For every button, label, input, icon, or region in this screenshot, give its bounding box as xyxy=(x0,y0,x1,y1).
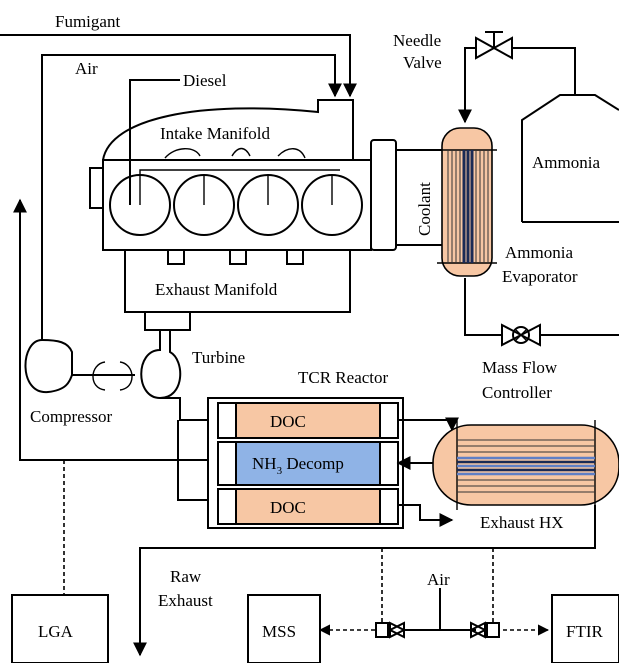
nh3-decomp-label: NH3 Decomp xyxy=(252,454,344,477)
mass-flow-label-2: Controller xyxy=(482,383,552,402)
sampling-air-label: Air xyxy=(427,570,450,589)
fumigant-line xyxy=(0,34,357,98)
intake-manifold-label: Intake Manifold xyxy=(160,124,270,143)
ftir-box xyxy=(551,594,619,663)
coolant-label: Coolant xyxy=(415,182,434,236)
ammonia-tank-label: Ammonia xyxy=(532,153,600,172)
egr-return-line xyxy=(13,198,190,461)
exhaust-hx-label: Exhaust HX xyxy=(480,513,564,532)
doc-top-label: DOC xyxy=(270,412,306,431)
diesel-line xyxy=(129,79,180,205)
exhaust-routing xyxy=(177,415,210,501)
ammonia-evaporator xyxy=(437,127,497,277)
exhaust-hx xyxy=(432,420,619,510)
engine-block xyxy=(89,99,372,331)
raw-exhaust-line xyxy=(133,505,596,657)
ammonia-tank xyxy=(521,94,619,223)
raw-exhaust-label-1: Raw xyxy=(170,567,202,586)
ammonia-vapor-line xyxy=(464,278,619,336)
ammonia-supply-line xyxy=(458,47,576,124)
lga-label: LGA xyxy=(38,622,74,641)
turbocharger xyxy=(24,330,182,415)
needle-valve-label-1: Needle xyxy=(393,31,441,50)
tcr-reactor-label: TCR Reactor xyxy=(298,368,389,387)
mass-flow-controller[interactable] xyxy=(501,323,541,347)
needle-valve[interactable] xyxy=(475,31,513,60)
lga-box xyxy=(11,594,109,663)
air-intake-line xyxy=(41,54,342,340)
sampling-lines xyxy=(63,460,550,636)
diesel-label: Diesel xyxy=(183,71,227,90)
tcr-reactor xyxy=(207,397,404,529)
mss-box xyxy=(247,594,321,663)
turbine-label: Turbine xyxy=(192,348,245,367)
exhaust-manifold-label: Exhaust Manifold xyxy=(155,280,278,299)
evaporator-label-2: Evaporator xyxy=(502,267,578,286)
evaporator-label-1: Ammonia xyxy=(505,243,573,262)
mss-label: MSS xyxy=(262,622,296,641)
mass-flow-label-1: Mass Flow xyxy=(482,358,558,377)
air-label: Air xyxy=(75,59,98,78)
fumigant-label: Fumigant xyxy=(55,12,120,31)
ftir-label: FTIR xyxy=(566,622,604,641)
sampling-valves xyxy=(375,621,500,639)
compressor-label: Compressor xyxy=(30,407,113,426)
raw-exhaust-label-2: Exhaust xyxy=(158,591,213,610)
needle-valve-label-2: Valve xyxy=(403,53,442,72)
doc-bottom-label: DOC xyxy=(270,498,306,517)
